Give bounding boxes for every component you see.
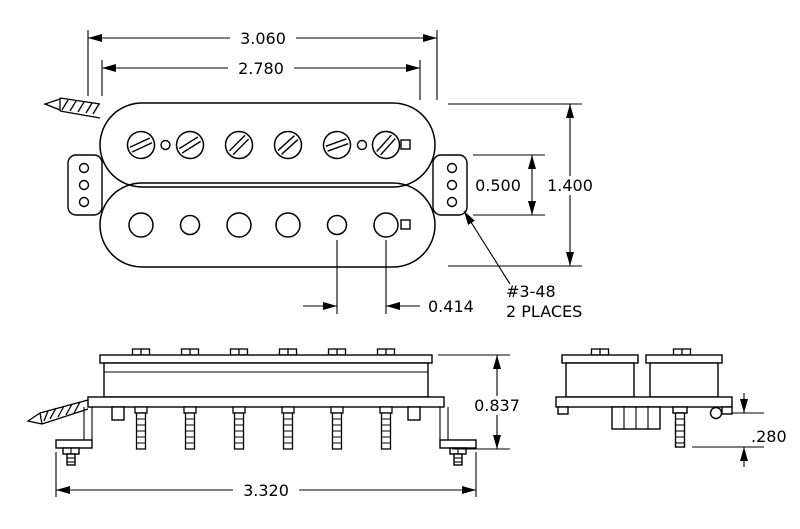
end-flange-left: [561, 354, 639, 364]
tab-hole: [446, 179, 458, 191]
side-lead-wire-icon: [26, 399, 89, 425]
threaded-screw-icon: [330, 406, 344, 450]
dim-overall-width: 3.060: [87, 28, 438, 100]
side-mount-screws: [111, 406, 421, 450]
dim-overall-length-label: 3.320: [243, 481, 289, 500]
tab-hole: [446, 162, 458, 174]
pole-screw-row: [122, 125, 411, 165]
end-threaded-screw-icon: [672, 406, 688, 448]
threaded-screw-icon: [281, 406, 295, 450]
dim-side-height-label: 0.837: [474, 396, 520, 415]
end-flange-right: [645, 354, 723, 364]
pole-slug-icon: [226, 212, 252, 238]
dim-body-width-label: 2.780: [238, 59, 284, 78]
end-foot-right: [721, 406, 733, 415]
tab-hole: [78, 162, 90, 174]
screw-head-icon: [278, 348, 298, 356]
dim-pole-spacing-label: 0.414: [428, 297, 474, 316]
side-pole-screw-heads: [131, 348, 396, 356]
threaded-screw-icon: [134, 406, 148, 450]
screw-head-icon: [672, 348, 692, 356]
side-top-flange: [99, 354, 433, 364]
square-pole-icon: [400, 219, 411, 230]
side-bracket-right: [439, 407, 477, 466]
dim-pole-spacing: 0.414: [303, 240, 474, 316]
threaded-screw-icon: [183, 406, 197, 450]
dim-protrusion: .280: [692, 393, 787, 467]
end-foot-left: [557, 406, 569, 415]
screw-head-icon: [590, 348, 610, 356]
side-body: [103, 362, 429, 398]
wire-grommet-icon: [709, 406, 723, 420]
side-bracket-left: [55, 407, 93, 466]
dim-overall-length: 3.320: [55, 452, 477, 500]
slug-stub: [111, 406, 125, 421]
end-bobbin-right: [649, 362, 719, 398]
dim-overall-width-label: 3.060: [240, 29, 286, 48]
dim-side-height: 0.837: [438, 354, 523, 450]
end-baseplate: [555, 396, 733, 408]
screw-head-icon: [327, 348, 347, 356]
mounting-tab-left: [67, 154, 103, 216]
screw-head-icon: [131, 348, 151, 356]
thread-places-label: 2 PLACES: [506, 302, 582, 321]
tab-hole: [78, 196, 90, 208]
screw-head-icon: [376, 348, 396, 356]
side-view: [26, 348, 477, 466]
dim-overall-height-label: 1.400: [547, 176, 593, 195]
dim-tab-height-label: 0.500: [475, 176, 521, 195]
pole-slug-icon: [128, 212, 154, 238]
thread-callout: #3-48 2 PLACES: [463, 210, 582, 321]
pole-slug-icon: [275, 212, 301, 238]
bobbins: [99, 102, 436, 268]
pole-slug-icon: [373, 212, 399, 238]
end-nut-block: [611, 406, 661, 430]
thread-callout-label: #3-48: [506, 282, 556, 301]
lead-wire-icon: [43, 97, 101, 119]
mounting-tab-right: [432, 154, 468, 216]
pole-slug-icon: [179, 214, 201, 236]
dim-overall-height: 1.400: [448, 103, 596, 267]
top-view: [43, 97, 468, 268]
threaded-screw-icon: [232, 406, 246, 450]
tab-hole: [446, 196, 458, 208]
pole-slug-row: [128, 212, 411, 238]
slug-stub: [407, 406, 421, 421]
spacer-dot-icon: [160, 139, 171, 151]
dim-tab-height: 0.500: [472, 154, 545, 216]
screw-head-icon: [180, 348, 200, 356]
end-view: [555, 348, 733, 448]
dim-body-width: 2.780: [101, 58, 421, 100]
side-baseplate: [87, 396, 445, 408]
spacer-dot-icon: [356, 139, 368, 151]
pole-slug-icon: [326, 214, 348, 236]
end-bobbin-left: [565, 362, 635, 398]
square-pole-icon: [400, 139, 411, 150]
threaded-screw-icon: [379, 406, 393, 450]
screw-head-icon: [229, 348, 249, 356]
tab-hole: [78, 179, 90, 191]
dim-protrusion-label: .280: [751, 427, 787, 446]
